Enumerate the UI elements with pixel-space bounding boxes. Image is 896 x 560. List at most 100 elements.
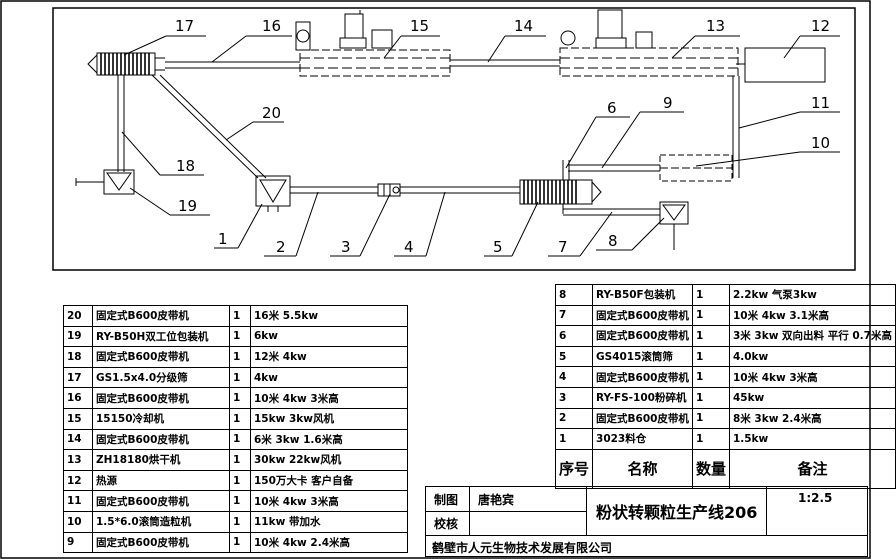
equipment-19-packer xyxy=(75,169,135,195)
row-name: 固定式B600皮带机 xyxy=(92,305,230,327)
equipment-13-dryer xyxy=(559,9,739,77)
row-name: RY-B50F包装机 xyxy=(592,284,693,306)
equipment-11-conveyor xyxy=(732,76,740,178)
row-qty: 1 xyxy=(229,531,251,554)
row-note: 2.2kw 气泵3kw xyxy=(728,284,896,306)
row-qty: 1 xyxy=(229,510,251,533)
table-header-row: 序号名称数量备注 xyxy=(554,448,896,489)
row-name: 热源 xyxy=(92,469,230,492)
row-number: 10 xyxy=(63,510,93,533)
callout-13: 13 xyxy=(706,17,725,35)
callout-2: 2 xyxy=(276,238,286,256)
drawing-scale: 1:2.5 xyxy=(798,491,833,505)
row-qty: 1 xyxy=(229,325,251,348)
header-name: 名称 xyxy=(592,448,693,489)
callout-17: 17 xyxy=(175,17,194,35)
row-note: 10米 4kw 3米高 xyxy=(250,490,408,512)
row-note: 6kw xyxy=(250,325,408,348)
row-qty: 1 xyxy=(229,346,251,368)
row-qty: 1 xyxy=(691,345,730,368)
row-number: 16 xyxy=(63,387,93,409)
row-name: 固定式B600皮带机 xyxy=(92,387,230,409)
row-qty: 1 xyxy=(229,428,251,451)
callout-10: 10 xyxy=(811,134,830,152)
row-number: 13 xyxy=(63,449,93,471)
row-note: 10米 4kw 3米高 xyxy=(250,387,408,409)
equipment-9-conveyor xyxy=(568,164,660,172)
row-name: 1.5*6.0滚筒造粒机 xyxy=(92,510,230,533)
callout-6: 6 xyxy=(607,99,617,117)
equipment-18-conveyor xyxy=(117,75,125,172)
callout-4: 4 xyxy=(404,238,414,256)
row-note: 10米 4kw 3米高 xyxy=(728,366,896,388)
row-note: 45kw xyxy=(728,386,896,409)
row-number: 4 xyxy=(554,366,594,388)
equipment-3-crusher xyxy=(377,183,401,197)
callout-3: 3 xyxy=(341,238,351,256)
row-number: 17 xyxy=(63,366,93,389)
row-qty: 1 xyxy=(229,366,251,389)
row-name: RY-B50H双工位包装机 xyxy=(92,325,230,348)
callout-7: 7 xyxy=(558,238,568,256)
row-note: 4.0kw xyxy=(728,345,896,368)
equipment-17-screen xyxy=(87,52,165,76)
company-name: 鹤壁市人元生物技术发展有限公司 xyxy=(432,541,613,555)
drawn-by-label: 制图 xyxy=(434,493,459,507)
process-diagram: 17 16 15 14 13 12 11 10 9 6 20 18 19 1 2… xyxy=(0,0,871,559)
row-number: 8 xyxy=(554,284,594,306)
drawn-by-name: 唐艳宾 xyxy=(478,493,515,507)
drawing-title: 粉状转颗粒生产线206 xyxy=(596,503,758,522)
row-note: 6米 3kw 1.6米高 xyxy=(250,428,408,451)
equipment-14-conveyor xyxy=(450,59,560,67)
callout-12: 12 xyxy=(811,17,830,35)
callout-labels: 17 16 15 14 13 12 11 10 9 6 20 18 19 1 2… xyxy=(175,17,830,256)
callout-16: 16 xyxy=(262,17,281,35)
row-name: 固定式B600皮带机 xyxy=(592,304,693,327)
row-number: 7 xyxy=(554,304,594,327)
equipment-12-heat-source xyxy=(744,47,826,83)
row-note: 15kw 3kw风机 xyxy=(250,407,408,430)
row-name: 固定式B600皮带机 xyxy=(592,407,693,430)
title-block: 制图 唐艳宾 校核 粉状转颗粒生产线206 1:2.5 鹤壁市人元生物技术发展有… xyxy=(425,486,868,557)
row-name: 固定式B600皮带机 xyxy=(592,325,693,347)
row-qty: 1 xyxy=(691,386,730,409)
row-note: 11kw 带加水 xyxy=(250,510,408,533)
diagram-frame xyxy=(52,7,856,271)
row-name: 固定式B600皮带机 xyxy=(92,490,230,512)
checked-by-label: 校核 xyxy=(434,517,459,531)
callout-18: 18 xyxy=(176,157,195,175)
row-note: 3米 3kw 双向出料 平行 0.7米高 xyxy=(728,325,896,347)
row-qty: 1 xyxy=(691,428,730,450)
row-name: 固定式B600皮带机 xyxy=(92,428,230,451)
row-qty: 1 xyxy=(229,407,251,430)
row-number: 3 xyxy=(554,386,594,409)
header-no: 序号 xyxy=(554,448,594,489)
row-name: 固定式B600皮带机 xyxy=(92,346,230,368)
equipment-1-hopper xyxy=(255,175,291,212)
row-name: 固定式B600皮带机 xyxy=(92,531,230,554)
row-name: 固定式B600皮带机 xyxy=(592,366,693,388)
row-note: 10米 4kw 2.4米高 xyxy=(250,531,408,554)
leader-lines xyxy=(121,35,840,257)
row-name: 15150冷却机 xyxy=(92,407,230,430)
row-note: 8米 3kw 2.4米高 xyxy=(728,407,896,430)
row-number: 19 xyxy=(63,325,93,348)
row-note: 16米 5.5kw xyxy=(250,305,408,327)
row-name: ZH18180烘干机 xyxy=(92,449,230,471)
row-number: 1 xyxy=(554,428,594,450)
callout-15: 15 xyxy=(410,17,429,35)
row-number: 5 xyxy=(554,345,594,368)
callout-8: 8 xyxy=(608,232,618,250)
